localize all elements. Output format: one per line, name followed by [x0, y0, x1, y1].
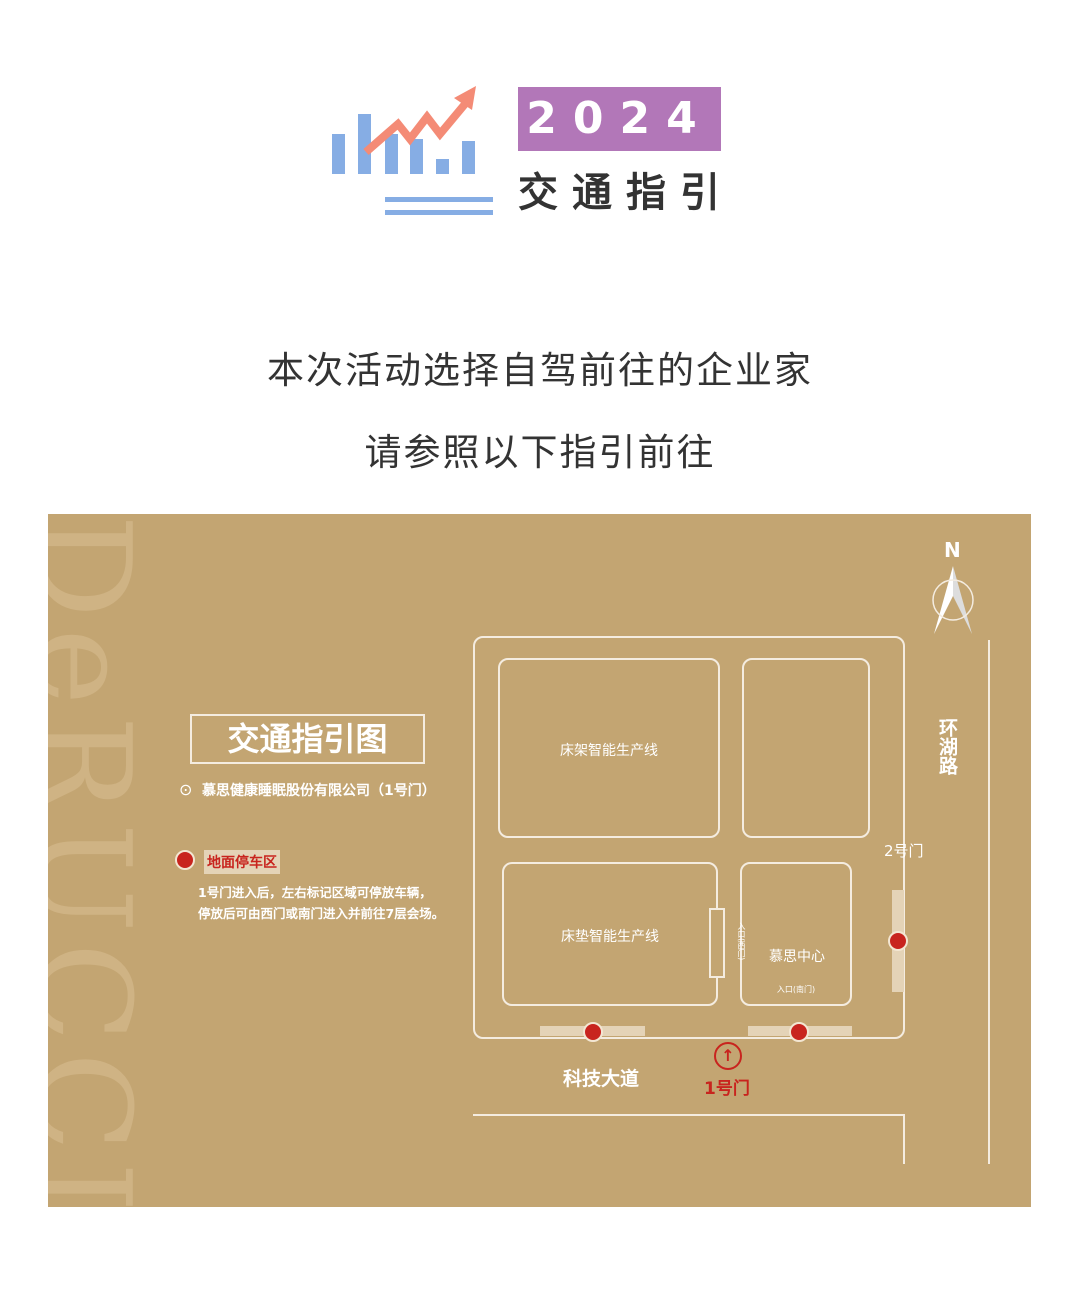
south-entrance-label: 入口(南门) — [776, 985, 816, 994]
parking-marker — [888, 931, 908, 951]
parking-legend-marker — [175, 850, 195, 870]
road-line — [473, 1114, 905, 1116]
parking-label: 地面停车区 — [204, 850, 280, 874]
intro-line-2: 请参照以下指引前往 — [364, 431, 716, 474]
address: 慕思健康睡眠股份有限公司（1号门） — [202, 783, 436, 799]
campus-boundary — [473, 636, 905, 1039]
road-south-label: 科技大道 — [563, 1068, 640, 1090]
road-east-label: 环湖路 — [936, 718, 958, 775]
header-title: 交通指引 — [518, 170, 734, 216]
road-line — [903, 1114, 905, 1164]
chart-logo-icon — [332, 86, 493, 215]
parking-desc-2: 停放后可由西门或南门进入并前往7层会场。 — [198, 906, 445, 921]
watermark: DeRUCCI — [48, 514, 143, 1207]
north-label: N — [944, 538, 961, 562]
building-frame-line: 床架智能生产线 — [498, 658, 720, 838]
gate-1-label: 1号门 — [704, 1079, 750, 1099]
traffic-map: DeRUCCI 交通指引图 ⊙ 慕思健康睡眠股份有限公司（1号门） 地面停车区 … — [48, 514, 1031, 1207]
up-arrow-icon: ↑ — [714, 1042, 742, 1070]
derucci-center: 慕思中心 入口(南门) — [740, 862, 852, 1006]
year-badge: 2024 — [518, 87, 721, 151]
west-entrance-label: 入口(西门) — [737, 922, 746, 961]
road-line — [988, 640, 990, 1164]
gate-2-label: 2号门 — [884, 842, 924, 860]
north-arrow-icon — [932, 566, 974, 634]
parking-marker — [789, 1022, 809, 1042]
parking-marker — [583, 1022, 603, 1042]
west-entrance-passage — [709, 908, 725, 978]
pin-icon: ⊙ — [179, 780, 193, 799]
map-title-box: 交通指引图 — [190, 714, 425, 764]
intro-line-1: 本次活动选择自驾前往的企业家 — [267, 349, 813, 392]
parking-desc-1: 1号门进入后，左右标记区域可停放车辆， — [198, 885, 432, 900]
building-mattress-line: 床垫智能生产线 — [502, 862, 718, 1006]
building-2 — [742, 658, 870, 838]
map-title: 交通指引图 — [227, 720, 388, 758]
